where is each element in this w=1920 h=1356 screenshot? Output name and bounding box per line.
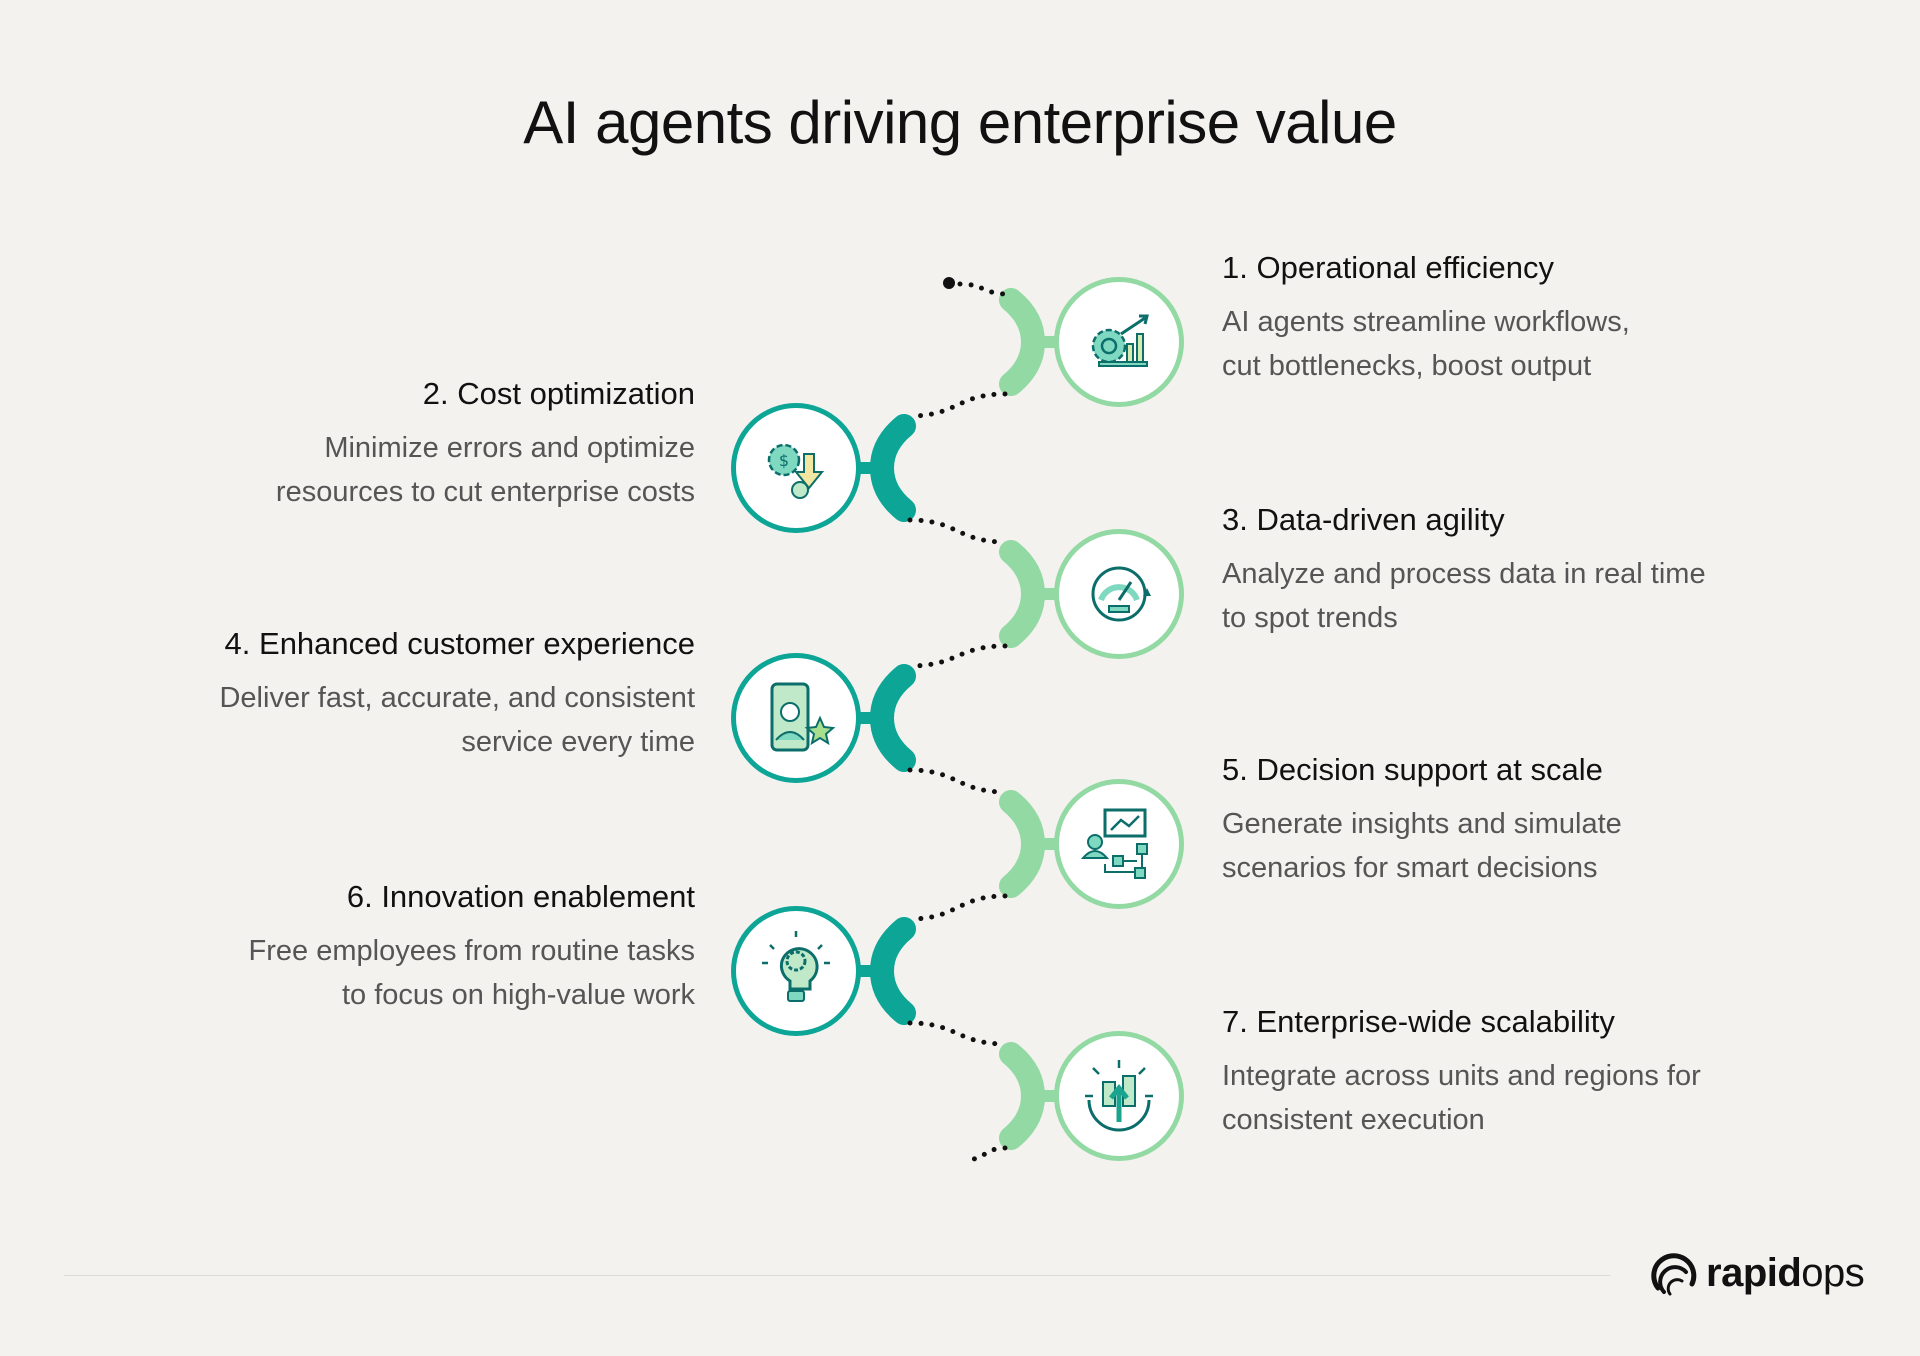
value-text-1: 1. Operational efficiency AI agents strea… bbox=[1222, 250, 1842, 388]
item-description-line: Integrate across units and regions for bbox=[1222, 1060, 1701, 1092]
item-description-line: cut bottlenecks, boost output bbox=[1222, 350, 1592, 382]
item-description-line: service every time bbox=[461, 726, 695, 758]
item-number: 6. bbox=[346, 879, 373, 914]
value-node-6 bbox=[731, 906, 861, 1036]
dotted-connector bbox=[907, 391, 1008, 419]
item-number: 1. bbox=[1222, 250, 1248, 285]
connector-arm bbox=[869, 414, 916, 522]
connector-arm bbox=[999, 1042, 1046, 1150]
item-title-text: Innovation enablement bbox=[381, 879, 695, 914]
dotted-connector bbox=[957, 281, 1010, 297]
buildings-expand-icon bbox=[1085, 1060, 1153, 1132]
item-title-text: Decision support at scale bbox=[1256, 752, 1603, 787]
item-description-line: to spot trends bbox=[1222, 602, 1398, 634]
item-title: 2. Cost optimization bbox=[75, 376, 695, 412]
dotted-connector bbox=[907, 643, 1008, 669]
rapidops-logo: rapidops bbox=[1650, 1248, 1865, 1298]
item-description-line: Minimize errors and optimize bbox=[324, 432, 695, 464]
item-description-line: Analyze and process data in real time bbox=[1222, 558, 1706, 590]
item-description-line: Deliver fast, accurate, and consistent bbox=[219, 682, 695, 714]
item-number: 3. bbox=[1222, 502, 1248, 537]
item-number: 2. bbox=[422, 376, 449, 411]
item-title: 4. Enhanced customer experience bbox=[75, 626, 695, 662]
item-description-line: to focus on high-value work bbox=[341, 979, 695, 1011]
connector-arm bbox=[869, 664, 916, 772]
logo-bold: rapid bbox=[1706, 1250, 1802, 1295]
item-description-line: consistent execution bbox=[1222, 1104, 1485, 1136]
item-title-text: Data-driven agility bbox=[1256, 502, 1505, 537]
dotted-connector bbox=[907, 893, 1008, 922]
dotted-connector bbox=[907, 767, 1008, 795]
item-title: 1. Operational efficiency bbox=[1222, 250, 1842, 286]
logo-wordmark: rapidops bbox=[1706, 1250, 1865, 1296]
speedometer-icon bbox=[1091, 566, 1151, 622]
svg-text:$: $ bbox=[779, 451, 789, 470]
item-title-text: Operational efficiency bbox=[1256, 250, 1555, 285]
value-node-1 bbox=[1054, 277, 1184, 407]
phone-support-star-icon bbox=[770, 682, 836, 752]
item-title-text: Enterprise-wide scalability bbox=[1256, 1004, 1615, 1039]
connector-arm bbox=[999, 790, 1046, 898]
item-title: 7. Enterprise-wide scalability bbox=[1222, 1004, 1842, 1040]
item-number: 5. bbox=[1222, 752, 1248, 787]
footer-divider bbox=[64, 1275, 1610, 1276]
presentation-flowchart-icon bbox=[1080, 808, 1148, 879]
item-title-text: Cost optimization bbox=[457, 376, 695, 411]
logo-light: ops bbox=[1801, 1250, 1865, 1295]
connector-arm bbox=[999, 288, 1046, 396]
item-description-line: Free employees from routine tasks bbox=[248, 935, 695, 967]
item-number: 7. bbox=[1222, 1004, 1248, 1039]
item-title: 3. Data-driven agility bbox=[1222, 502, 1842, 538]
connector-arm bbox=[999, 540, 1046, 648]
dotted-connector bbox=[907, 1020, 1008, 1047]
item-title-text: Enhanced customer experience bbox=[259, 626, 695, 661]
start-dot bbox=[943, 277, 955, 289]
gear-dollar-down-icon: $ bbox=[767, 443, 825, 499]
value-node-5 bbox=[1054, 779, 1184, 909]
item-description-line: AI agents streamline workflows, bbox=[1222, 306, 1630, 338]
value-node-4 bbox=[731, 653, 861, 783]
value-node-3 bbox=[1054, 529, 1184, 659]
item-number: 4. bbox=[224, 626, 251, 661]
gear-chart-icon bbox=[1091, 314, 1149, 367]
item-description-line: Generate insights and simulate bbox=[1222, 808, 1622, 840]
value-node-7 bbox=[1054, 1031, 1184, 1161]
logo-swirl-icon bbox=[1651, 1253, 1697, 1296]
item-title: 5. Decision support at scale bbox=[1222, 752, 1842, 788]
item-description-line: resources to cut enterprise costs bbox=[275, 476, 695, 508]
item-title: 6. Innovation enablement bbox=[75, 879, 695, 915]
dotted-connector bbox=[907, 517, 1008, 545]
value-node-2: $ bbox=[731, 403, 861, 533]
page-title: AI agents driving enterprise value bbox=[523, 89, 1397, 156]
lightbulb-gear-icon bbox=[762, 931, 830, 1002]
connector-arm bbox=[869, 917, 916, 1025]
item-description-line: scenarios for smart decisions bbox=[1222, 852, 1598, 884]
dotted-connector bbox=[962, 1145, 1008, 1163]
